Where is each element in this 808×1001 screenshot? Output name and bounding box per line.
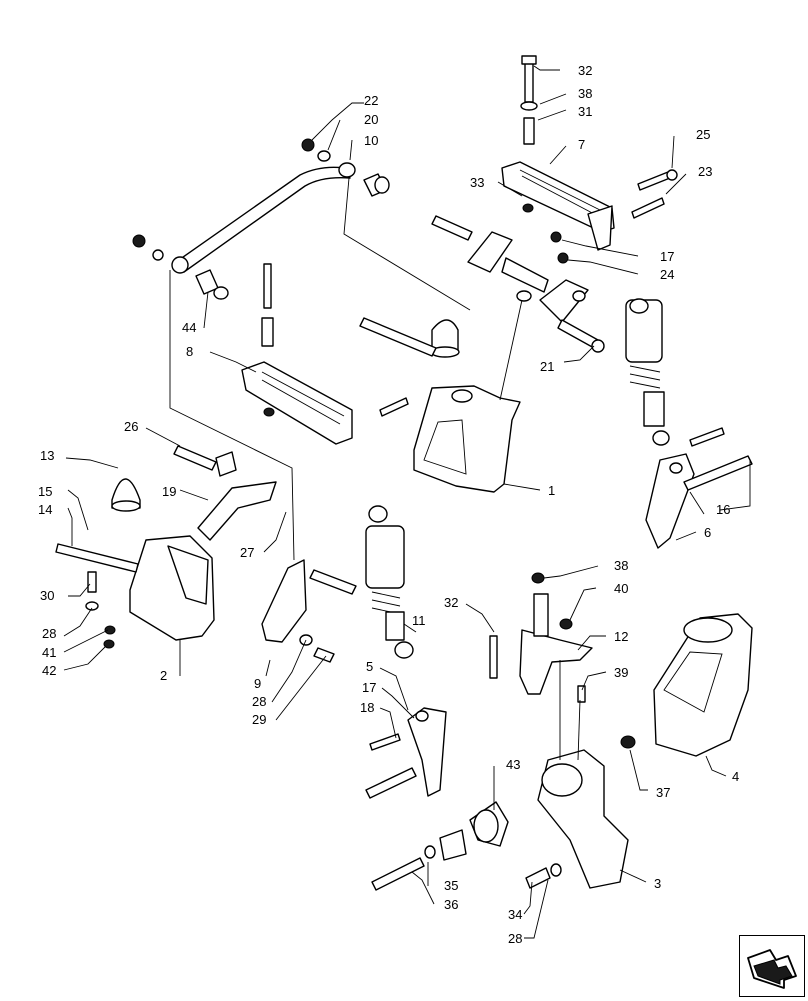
bolt-32-top [520,55,538,145]
pin-upper [359,317,437,357]
callout-37: 37 [656,785,670,800]
mount-bracket-2 [55,478,215,641]
callout-25: 25 [696,127,710,142]
connection-lines [169,177,581,761]
callout-24: 24 [660,267,674,282]
callout-11: 11 [412,613,426,628]
callout-33: 33 [470,175,484,190]
callout-2: 2 [160,668,167,683]
callout-labels: 22 20 10 32 38 31 7 25 23 33 17 24 21 44… [38,63,739,946]
strap-19 [173,445,277,541]
callout-28-left: 28 [42,626,56,641]
callout-10: 10 [364,133,378,148]
bracket-8 [241,263,409,445]
bushing-43 [371,801,562,891]
callout-7: 7 [578,137,585,152]
callout-38-top: 38 [578,86,592,101]
callout-17-top: 17 [660,249,674,264]
mount-bracket-1 [413,319,521,493]
bolt-23 [631,197,665,219]
callout-31: 31 [578,104,592,119]
mount-bracket-4 [653,613,753,757]
callout-19: 19 [162,484,176,499]
callout-32-mid: 32 [444,595,458,610]
callout-16: 16 [716,502,730,517]
callout-20: 20 [364,112,378,127]
callout-17-mid: 17 [362,680,376,695]
callout-23: 23 [698,164,712,179]
callout-9: 9 [254,676,261,691]
callout-40: 40 [614,581,628,596]
bushing-lower [132,234,229,300]
callout-21: 21 [540,359,554,374]
bolt-18-right [689,427,725,447]
nut-24 [557,252,569,264]
bracket-12 [489,572,593,703]
callout-8: 8 [186,344,193,359]
stabilizer-bar [171,162,356,274]
callout-1: 1 [548,483,555,498]
callout-29: 29 [252,712,266,727]
clevis-plate-upper [431,215,589,323]
callout-26: 26 [124,419,138,434]
callout-36: 36 [444,897,458,912]
bracket-7 [501,161,615,251]
callout-41: 41 [42,645,56,660]
callout-3: 3 [654,876,661,891]
callout-5: 5 [366,659,373,674]
callout-28-bottom: 28 [508,931,522,946]
callout-13: 13 [40,448,54,463]
clevis-9 [261,559,357,663]
callout-14: 14 [38,502,52,517]
callout-44: 44 [182,320,196,335]
nut-17 [550,231,562,243]
callout-15: 15 [38,484,52,499]
callout-22: 22 [364,93,378,108]
callout-34: 34 [508,907,522,922]
callout-32-top: 32 [578,63,592,78]
callout-12: 12 [614,629,628,644]
callout-6: 6 [704,525,711,540]
callout-42: 42 [42,663,56,678]
callout-35: 35 [444,878,458,893]
callout-4: 4 [732,769,739,784]
callout-18: 18 [360,700,374,715]
bolt-30 [85,571,116,649]
bolt-21 [557,319,605,353]
next-page-button[interactable] [739,935,805,997]
mount-bracket-3 [537,735,636,889]
callout-43: 43 [506,757,520,772]
bolt-25 [637,169,678,191]
callout-38-mid: 38 [614,558,628,573]
next-page-arrow-icon [747,949,797,989]
callout-leaders [63,65,751,939]
callout-39: 39 [614,665,628,680]
callout-30: 30 [40,588,54,603]
bracket-6 [645,453,753,549]
shock-absorber-right [625,298,670,446]
clevis-5 [365,707,447,799]
bushing-upper [301,138,390,197]
callout-28-mid: 28 [252,694,266,709]
callout-27: 27 [240,545,254,560]
shock-absorber-center [365,505,414,659]
